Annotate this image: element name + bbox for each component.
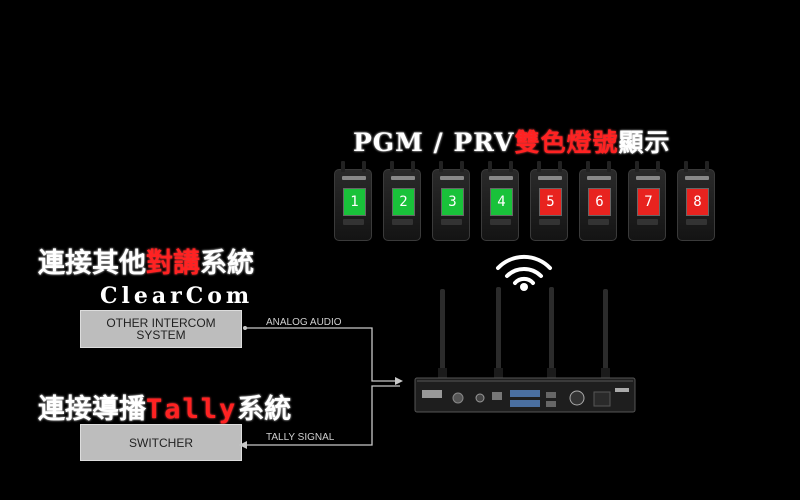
beltpack-screen: 3 <box>441 188 464 216</box>
beltpack-1: 1 <box>334 161 372 241</box>
wireless-signal-icon <box>496 254 552 291</box>
title-part-pgm-prv: PGM / PRV <box>353 128 515 157</box>
beltpack-screen: 2 <box>392 188 415 216</box>
beltpack-logo <box>587 176 611 180</box>
tally-heading-part3: 系統 <box>237 394 292 425</box>
tally-heading-part1: 連接導播 <box>38 394 146 425</box>
beltpack-buttons <box>441 219 462 225</box>
beltpack-antenna <box>586 161 590 172</box>
beltpack-logo <box>636 176 660 180</box>
beltpack-antenna <box>558 161 562 172</box>
other-intercom-system-box: OTHER INTERCOM SYSTEM <box>80 310 242 348</box>
beltpack-antenna <box>411 161 415 172</box>
beltpack-antenna <box>362 161 366 172</box>
tally-signal-label: TALLY SIGNAL <box>266 432 335 443</box>
title-part-dual-color: 雙色燈號 <box>514 128 619 157</box>
beltpack-antenna <box>656 161 660 172</box>
switcher-box: SWITCHER <box>80 424 242 461</box>
tally-heading-part2: Tally <box>146 394 238 425</box>
beltpack-2: 2 <box>383 161 421 241</box>
intercom-heading: 連接其他對講系統 <box>38 241 254 280</box>
beltpack-logo <box>440 176 464 180</box>
title-part-display: 顯示 <box>618 128 671 157</box>
beltpack-antenna <box>635 161 639 172</box>
beltpack-4: 4 <box>481 161 519 241</box>
intercom-heading-part1: 連接其他 <box>38 248 146 279</box>
analog-audio-line <box>245 327 395 382</box>
beltpack-logo <box>342 176 366 180</box>
beltpack-screen: 8 <box>686 188 709 216</box>
beltpack-antenna <box>488 161 492 172</box>
beltpack-buttons <box>539 219 560 225</box>
tally-signal-line <box>247 385 400 446</box>
beltpack-antenna <box>341 161 345 172</box>
beltpack-logo <box>538 176 562 180</box>
beltpack-antenna <box>390 161 394 172</box>
beltpack-screen: 5 <box>539 188 562 216</box>
base-station-icon <box>414 287 636 413</box>
beltpack-3: 3 <box>432 161 470 241</box>
beltpack-buttons <box>490 219 511 225</box>
beltpack-buttons <box>686 219 707 225</box>
beltpack-antenna <box>460 161 464 172</box>
beltpack-antenna <box>537 161 541 172</box>
beltpack-5: 5 <box>530 161 568 241</box>
clearcom-label: ClearCom <box>100 283 254 309</box>
beltpack-antenna <box>509 161 513 172</box>
beltpack-buttons <box>392 219 413 225</box>
beltpack-7: 7 <box>628 161 666 241</box>
beltpack-antenna <box>439 161 443 172</box>
intercom-heading-part2: 對講 <box>146 248 200 279</box>
beltpack-antenna <box>684 161 688 172</box>
analog-audio-label: ANALOG AUDIO <box>266 317 342 328</box>
tally-heading: 連接導播Tally系統 <box>38 387 291 426</box>
beltpack-8: 8 <box>677 161 715 241</box>
beltpack-antenna <box>705 161 709 172</box>
beltpack-logo <box>685 176 709 180</box>
intercom-heading-part3: 系統 <box>200 248 254 279</box>
beltpack-screen: 1 <box>343 188 366 216</box>
beltpack-6: 6 <box>579 161 617 241</box>
beltpack-logo <box>489 176 513 180</box>
page-title: PGM / PRV雙色燈號顯示 <box>353 123 670 159</box>
beltpack-screen: 6 <box>588 188 611 216</box>
beltpack-screen: 4 <box>490 188 513 216</box>
other-intercom-system-label: OTHER INTERCOM SYSTEM <box>106 316 216 342</box>
switcher-label: SWITCHER <box>129 435 193 450</box>
beltpack-buttons <box>343 219 364 225</box>
beltpack-logo <box>391 176 415 180</box>
beltpack-buttons <box>637 219 658 225</box>
beltpack-screen: 7 <box>637 188 660 216</box>
beltpack-antenna <box>607 161 611 172</box>
beltpack-buttons <box>588 219 609 225</box>
